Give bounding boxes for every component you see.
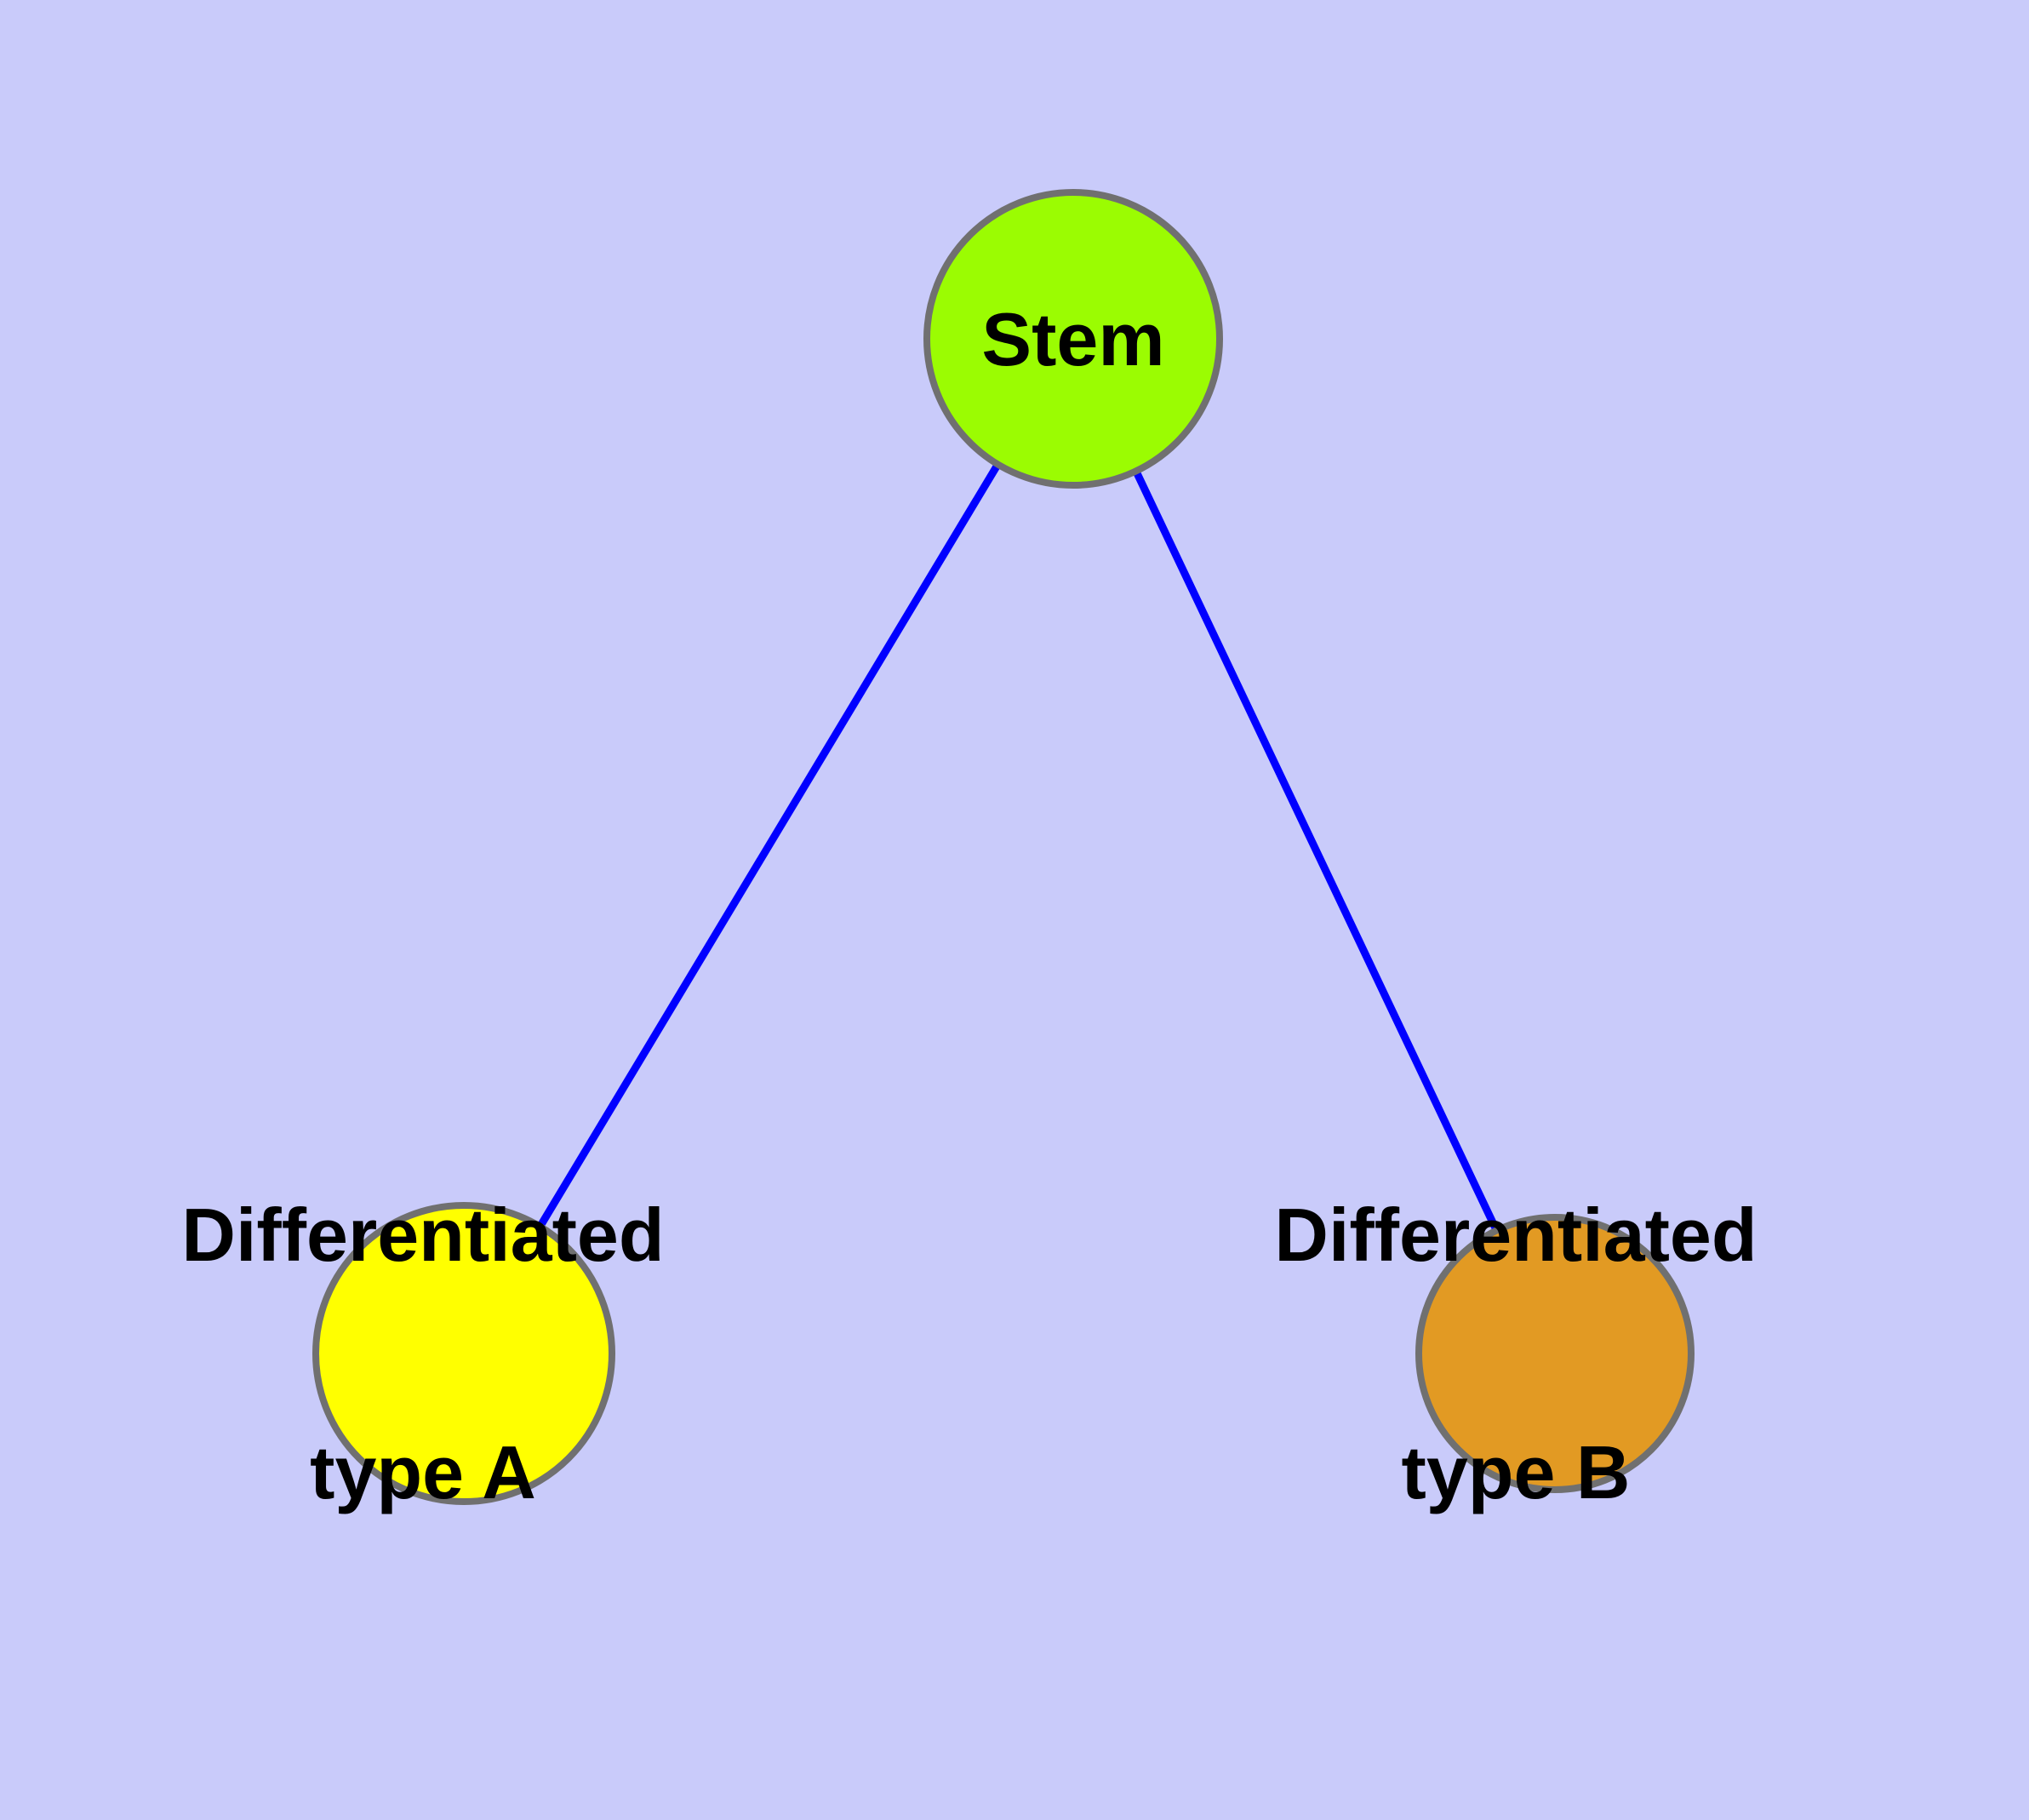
node-differentiated-type-b[interactable]	[1415, 1214, 1695, 1493]
edge-layer	[460, 336, 1559, 1356]
edge-stem-to-diff-b[interactable]	[1069, 337, 1559, 1355]
node-differentiated-type-a[interactable]	[312, 1202, 615, 1505]
node-stem[interactable]	[923, 189, 1223, 489]
node-layer	[312, 189, 1695, 1505]
edge-stem-to-diff-a[interactable]	[460, 336, 1077, 1356]
